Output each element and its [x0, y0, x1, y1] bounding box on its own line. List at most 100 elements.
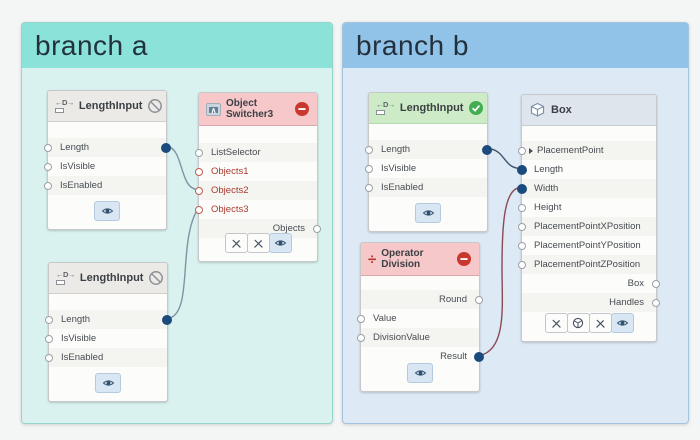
input-port-value[interactable] [357, 314, 365, 323]
port-row: Box [522, 274, 660, 293]
disabled-status-icon[interactable] [148, 270, 164, 286]
node-title: Object Switcher3 [226, 97, 274, 121]
output-port-box[interactable] [652, 279, 660, 288]
port-row: IsVisible [44, 157, 166, 176]
toggle-pen-button-1[interactable] [544, 313, 568, 333]
input-port-divisionvalue[interactable] [357, 333, 365, 342]
port-row: DivisionValue [357, 328, 479, 347]
input-port-isenabled[interactable] [45, 353, 53, 362]
input-port-listselector[interactable] [195, 148, 203, 157]
output-port-length-connected[interactable] [482, 144, 492, 155]
node-operator-division-header[interactable]: ÷ Operator Division [361, 243, 479, 276]
division-icon: ÷ [368, 250, 377, 268]
node-object-switcher3[interactable]: ∧ Object Switcher3 ListSelector Objects1 [195, 92, 321, 262]
eye-icon [274, 240, 286, 246]
input-port-objects3[interactable] [195, 205, 203, 214]
node-lengthinput-b1[interactable]: ←D→ LengthInput Length IsVisible IsEnabl… [365, 92, 492, 232]
port-row: Height [518, 198, 656, 217]
preview-eye-button[interactable] [95, 373, 121, 393]
node-lengthinput-a1[interactable]: ←D→ LengthInput Length IsVisible IsEnabl… [44, 90, 171, 230]
preview-eye-button[interactable] [268, 233, 292, 253]
error-minus-status-icon[interactable] [456, 251, 472, 267]
eye-icon [422, 210, 434, 216]
eye-icon [101, 208, 113, 214]
preview-eye-button[interactable] [415, 203, 441, 223]
output-port-objects[interactable] [313, 224, 321, 233]
crossed-pen-icon [231, 239, 241, 248]
crossed-pen-icon [253, 239, 263, 248]
input-port-isenabled[interactable] [44, 181, 52, 190]
preview-eye-button[interactable] [407, 363, 433, 383]
wireframe-sphere-button[interactable] [566, 313, 590, 333]
node-lengthinput-b1-header[interactable]: ←D→ LengthInput [369, 93, 487, 124]
output-port-length-connected[interactable] [162, 314, 172, 325]
length-input-icon: ←D→ [376, 101, 395, 115]
output-port-length-connected[interactable] [161, 142, 171, 153]
node-operator-division[interactable]: ÷ Operator Division Round Value Division… [357, 242, 484, 392]
eye-icon [414, 370, 426, 376]
length-input-icon: ←D→ [56, 271, 75, 285]
node-title: LengthInput [79, 272, 144, 284]
port-row: IsEnabled [45, 348, 167, 367]
input-port-objects2[interactable] [195, 186, 203, 195]
preview-eye-button[interactable] [94, 201, 120, 221]
node-lengthinput-a2[interactable]: ←D→ LengthInput Length IsVisible IsEnabl… [45, 262, 172, 402]
port-row: PlacementPointYPosition [518, 236, 656, 255]
port-row: Length [45, 310, 172, 329]
group-branch-b-header[interactable]: branch b [343, 23, 688, 68]
port-row: Objects2 [195, 181, 317, 200]
input-port-isvisible[interactable] [365, 164, 373, 173]
input-port-placementpointxposition[interactable] [518, 222, 526, 231]
output-port-result-connected[interactable] [474, 351, 484, 362]
output-port-handles[interactable] [652, 298, 660, 307]
input-port-placementpoint[interactable] [518, 146, 526, 155]
port-row: Length [365, 140, 492, 159]
port-arrow-icon [529, 147, 533, 154]
node-lengthinput-a2-header[interactable]: ←D→ LengthInput [49, 263, 167, 294]
node-title: Operator Division [381, 247, 424, 271]
port-row: Length [44, 138, 171, 157]
group-branch-a-header[interactable]: branch a [22, 23, 332, 68]
input-port-isvisible[interactable] [45, 334, 53, 343]
port-row: IsVisible [45, 329, 167, 348]
port-row: IsEnabled [365, 178, 487, 197]
input-port-isvisible[interactable] [44, 162, 52, 171]
disabled-status-icon[interactable] [147, 98, 163, 114]
ok-check-status-icon[interactable] [468, 100, 484, 116]
input-port-objects1[interactable] [195, 167, 203, 176]
port-row: Objects1 [195, 162, 317, 181]
input-port-length[interactable] [45, 315, 53, 324]
input-port-height[interactable] [518, 203, 526, 212]
error-minus-status-icon[interactable] [294, 101, 310, 117]
toggle-pen-button-2[interactable] [246, 233, 270, 253]
node-box-header[interactable]: Box [522, 95, 656, 126]
port-row: Width [517, 179, 656, 198]
eye-icon [616, 320, 628, 326]
port-row: Objects3 [195, 200, 317, 219]
port-row: Length [517, 160, 656, 179]
node-object-switcher3-header[interactable]: ∧ Object Switcher3 [199, 93, 317, 126]
node-box[interactable]: Box PlacementPoint Length Width Height [517, 94, 660, 342]
cube-icon [529, 102, 546, 118]
input-port-placementpointzposition[interactable] [518, 260, 526, 269]
toggle-pen-button-1[interactable] [224, 233, 248, 253]
input-port-length-connected[interactable] [517, 164, 527, 175]
crossed-pen-icon [551, 319, 561, 328]
node-lengthinput-a1-header[interactable]: ←D→ LengthInput [48, 91, 166, 122]
input-port-width-connected[interactable] [517, 183, 527, 194]
port-row: PlacementPointXPosition [518, 217, 656, 236]
port-row: Result [361, 347, 484, 366]
input-port-placementpointyposition[interactable] [518, 241, 526, 250]
port-row: IsVisible [365, 159, 487, 178]
input-port-length[interactable] [44, 143, 52, 152]
port-row: PlacementPointZPosition [518, 255, 656, 274]
preview-eye-button[interactable] [610, 313, 634, 333]
input-port-isenabled[interactable] [365, 183, 373, 192]
toggle-pen-button-2[interactable] [588, 313, 612, 333]
port-row: PlacementPoint [518, 141, 656, 160]
port-round[interactable] [475, 295, 483, 304]
eye-icon [102, 380, 114, 386]
port-row: ListSelector [195, 143, 317, 162]
input-port-length[interactable] [365, 145, 373, 154]
